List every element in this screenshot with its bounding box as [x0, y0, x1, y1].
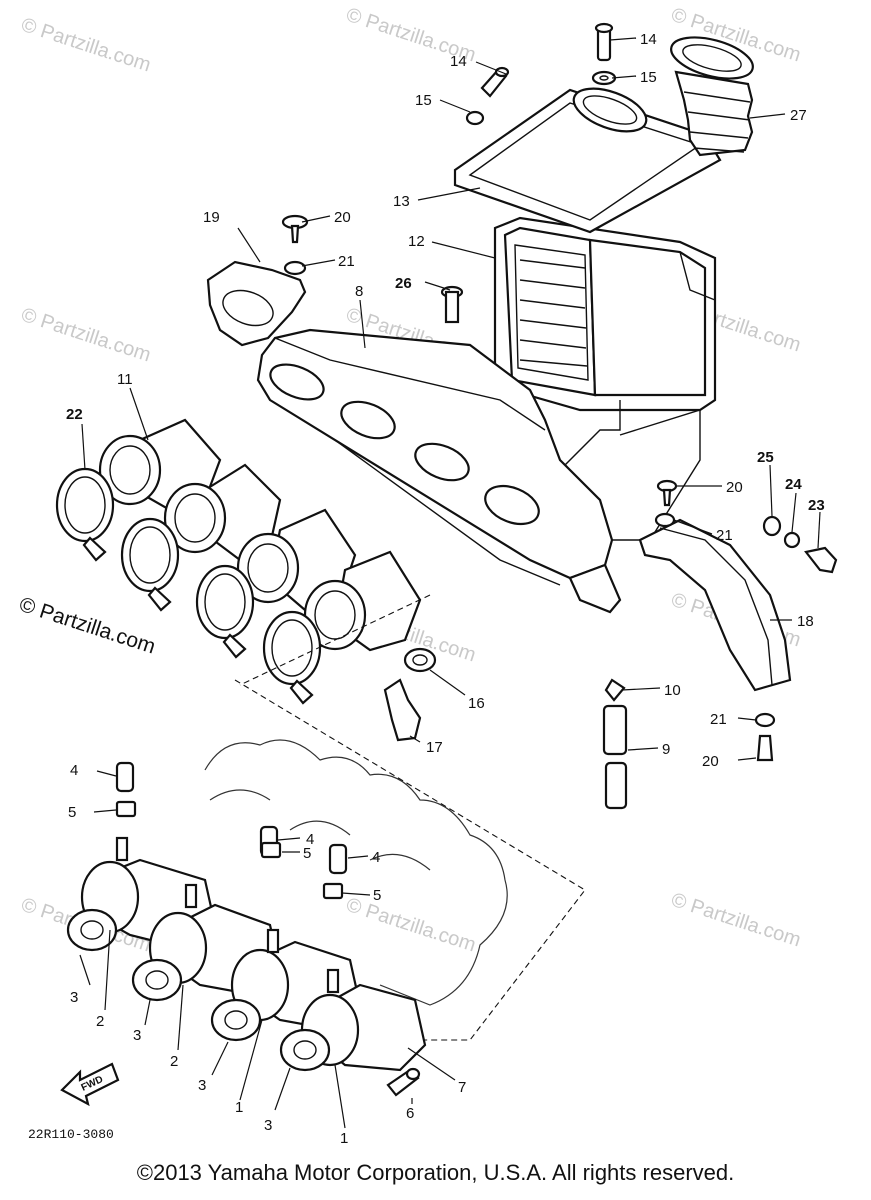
engine-outline [204, 594, 586, 1041]
callout-5: 5 [303, 845, 311, 862]
copyright-notice: ©2013 Yamaha Motor Corporation, U.S.A. A… [136, 1160, 735, 1185]
leader-lines [79, 37, 821, 1129]
diagram-code: 22R110-3080 [28, 1127, 114, 1142]
callout-labels: 14 15 14 15 27 13 12 20 21 19 26 8 11 22… [66, 31, 825, 1147]
bracket-18 [638, 518, 792, 692]
callout-14: 14 [450, 53, 467, 70]
callout-20: 20 [702, 753, 719, 770]
hardware [115, 22, 838, 1097]
callout-17: 17 [426, 739, 443, 756]
watermark: © Partzilla.com [668, 889, 803, 952]
callout-8: 8 [355, 283, 363, 300]
carburetor-bank [66, 836, 427, 1072]
callout-26: 26 [395, 275, 412, 292]
callout-3: 3 [198, 1077, 206, 1094]
callout-9: 9 [662, 741, 670, 758]
hose-clamps [55, 467, 322, 705]
callout-2: 2 [170, 1053, 178, 1070]
side-watermark: © Partzilla.com [16, 593, 158, 659]
callout-23: 23 [808, 497, 825, 514]
callout-15: 15 [640, 69, 657, 86]
callout-1: 1 [340, 1130, 348, 1147]
callout-19: 19 [203, 209, 220, 226]
watermark: © Partzilla.com [18, 304, 153, 367]
callout-16: 16 [468, 695, 485, 712]
callout-22: 22 [66, 406, 83, 423]
forward-arrow-icon: FWD [60, 1062, 120, 1107]
air-box-cover [453, 87, 722, 234]
callout-21: 21 [716, 527, 733, 544]
callout-3: 3 [70, 989, 78, 1006]
callout-6: 6 [406, 1105, 414, 1122]
callout-20: 20 [726, 479, 743, 496]
callout-11: 11 [117, 371, 133, 388]
callout-20: 20 [334, 209, 351, 226]
callout-4: 4 [70, 762, 78, 779]
bracket-19 [206, 260, 307, 347]
callout-10: 10 [664, 682, 681, 699]
callout-14: 14 [640, 31, 657, 48]
callout-3: 3 [264, 1117, 272, 1134]
callout-25: 25 [757, 449, 774, 466]
callout-27: 27 [790, 107, 807, 124]
callout-5: 5 [68, 804, 76, 821]
callout-3: 3 [133, 1027, 141, 1044]
callout-7: 7 [458, 1079, 466, 1096]
air-box [469, 216, 717, 541]
callout-4: 4 [372, 849, 380, 866]
callout-21: 21 [338, 253, 355, 270]
callout-4: 4 [306, 831, 314, 848]
intake-joints [98, 418, 422, 652]
watermark: © Partzilla.com [343, 894, 478, 957]
callout-12: 12 [408, 233, 425, 250]
callout-5: 5 [373, 887, 381, 904]
callout-15: 15 [415, 92, 432, 109]
intake-boot [670, 36, 754, 157]
callout-18: 18 [797, 613, 814, 630]
watermark: © Partzilla.com [18, 14, 153, 77]
callout-1: 1 [235, 1099, 243, 1116]
callout-2: 2 [96, 1013, 104, 1030]
callout-21: 21 [710, 711, 727, 728]
callout-13: 13 [393, 193, 410, 210]
callout-24: 24 [785, 476, 802, 493]
